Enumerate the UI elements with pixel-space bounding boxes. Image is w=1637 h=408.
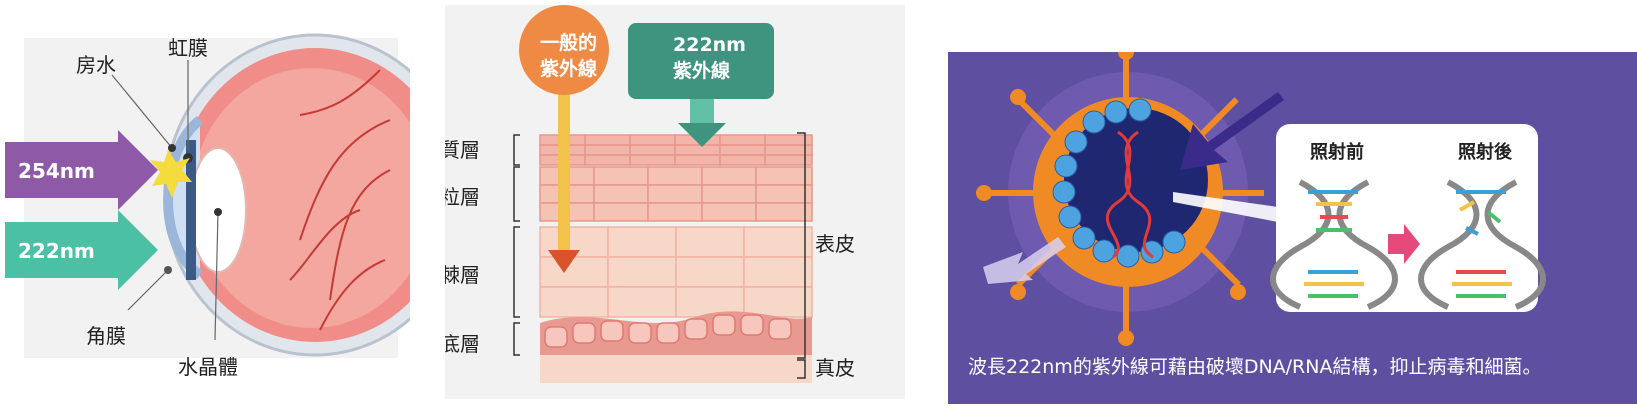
label-spinosum: 有棘層 — [445, 263, 480, 287]
virus-capsid-beads — [1052, 98, 1186, 268]
arrow-222-label: 222nm — [18, 239, 95, 263]
virus-dna-panel: 照射前 照射後 — [948, 44, 1637, 404]
before-after-arrow — [1388, 224, 1420, 264]
uv-general-arrow-shaft — [558, 65, 570, 255]
stratum-corneum-cells — [539, 134, 813, 166]
light-beam — [1173, 192, 1278, 222]
uv-general-bubble — [519, 5, 609, 95]
eye-illustration: 254nm 222nm 房水 虹膜 角膜 水晶體 — [5, 33, 467, 379]
label-epidermis: 表皮 — [815, 232, 855, 256]
label-stratum-corneum: 角質層 — [445, 138, 480, 162]
spinosum-cells — [539, 226, 813, 318]
granulosum-cells — [539, 166, 813, 222]
virus-caption: 波長222nm的紫外線可藉由破壞DNA/RNA結構，抑止病毒和細菌。 — [968, 356, 1542, 378]
blood-vessels — [289, 69, 391, 331]
uv-in-arrow — [1180, 92, 1284, 170]
uv-254nm-arrow — [5, 130, 158, 210]
label-lens: 水晶體 — [178, 355, 238, 379]
skin-illustration: 一般的 紫外線 222nm 紫外線 角質層 顆粒層 有棘層 基底層 表皮 真皮 — [420, 5, 855, 383]
arrow-254-label: 254nm — [18, 159, 95, 183]
layer-brackets — [513, 132, 806, 379]
label-before: 照射前 — [1310, 141, 1364, 163]
viral-rna — [1117, 130, 1154, 259]
dna-intact — [1270, 179, 1398, 310]
eye-diagram-panel: 254nm 222nm 房水 虹膜 角膜 水晶體 — [0, 0, 467, 404]
uv-general-line1: 一般的 — [540, 31, 597, 54]
uv-222-arrow-head — [678, 123, 726, 147]
uv-222-line2: 紫外線 — [673, 59, 730, 82]
label-aqueous-humor: 房水 — [76, 53, 116, 77]
absorption-flash — [150, 150, 192, 198]
dna-damaged — [1418, 179, 1546, 310]
uv-222-line1: 222nm — [673, 34, 746, 56]
iris — [186, 140, 196, 280]
virus-interior — [1064, 108, 1208, 252]
uv-222-box — [628, 23, 774, 99]
uv-general-line2: 紫外線 — [540, 57, 597, 80]
label-granulosum: 顆粒層 — [445, 185, 480, 209]
label-basale: 基底層 — [445, 332, 480, 356]
virus-illustration: 照射前 照射後 — [976, 44, 1546, 346]
uv-222-arrow-shaft — [690, 97, 714, 127]
label-cornea: 角膜 — [86, 324, 126, 348]
label-dermis: 真皮 — [815, 356, 855, 380]
label-after: 照射後 — [1458, 141, 1513, 163]
label-iris: 虹膜 — [168, 36, 208, 60]
uv-general-arrow-head — [548, 250, 580, 273]
dna-comparison-box — [1276, 124, 1538, 312]
basale-cells — [544, 314, 792, 348]
dermis-layer — [540, 355, 812, 383]
uv-222nm-arrow — [5, 210, 158, 290]
vitreous — [192, 68, 432, 328]
skin-layers-panel: 一般的 紫外線 222nm 紫外線 角質層 顆粒層 有棘層 基底層 表皮 真皮 — [420, 5, 905, 399]
uv-out-arrow — [983, 237, 1066, 284]
